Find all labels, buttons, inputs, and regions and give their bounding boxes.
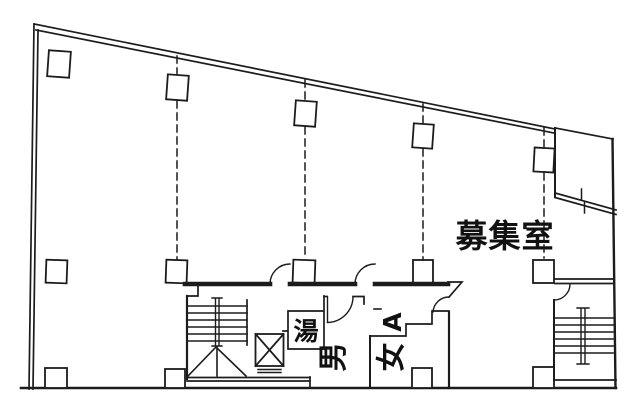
right-wall <box>611 137 617 390</box>
door-swing-arc <box>553 283 571 301</box>
stair-flight-triangle <box>186 345 248 378</box>
column <box>532 366 555 389</box>
column <box>46 49 72 79</box>
restrooms: 男 女 A <box>316 295 451 390</box>
column <box>411 122 435 150</box>
column <box>293 99 318 128</box>
door-swing-arc <box>269 263 291 285</box>
structural-columns <box>44 49 556 389</box>
column <box>411 367 433 389</box>
column <box>44 367 68 389</box>
notch-inner-wall-a <box>553 191 618 212</box>
column <box>164 368 186 389</box>
column <box>164 258 189 285</box>
door-swing-arc <box>354 263 376 285</box>
womens-room-label: 女 <box>374 342 408 371</box>
top-wall-outer <box>32 22 557 131</box>
outer-walls <box>19 22 618 390</box>
notch-slant-outer <box>554 127 614 140</box>
right-stairwell <box>553 278 617 382</box>
stair-wall-jog <box>186 285 199 297</box>
bath-room: 湯 <box>282 295 325 350</box>
stair-top-wall <box>554 278 614 285</box>
elevator-door <box>257 368 282 374</box>
vacancy-room-label: 募集室 <box>454 217 554 255</box>
stair-stringer <box>211 297 223 347</box>
stair-stringer <box>576 307 590 365</box>
door-swing-arc <box>432 296 450 313</box>
column <box>291 258 317 285</box>
door-swing-arc <box>326 296 354 324</box>
elevator-shaft <box>254 333 285 367</box>
left-stairwell <box>185 285 311 389</box>
restroom-top-wall <box>323 295 365 305</box>
column <box>165 73 190 102</box>
corridor-wall-tapered-end <box>447 281 464 299</box>
notch-inner-wall-b <box>553 196 618 216</box>
column <box>532 146 556 174</box>
corridor-wall <box>182 263 464 313</box>
column <box>532 259 555 284</box>
elevator-cross <box>254 332 285 368</box>
left-wall-inner <box>32 29 39 390</box>
column <box>412 259 434 284</box>
column <box>44 258 69 285</box>
restroom-step-walls <box>369 310 450 337</box>
mens-room-label: 男 <box>316 342 350 371</box>
elevator <box>254 332 285 374</box>
area-a-label: A <box>378 312 407 332</box>
left-wall-outer <box>28 23 35 390</box>
bath-room-walls <box>282 295 325 350</box>
bath-room-label: 湯 <box>293 317 318 346</box>
top-wall-inner <box>35 29 555 134</box>
column-grid-lines <box>176 55 545 260</box>
